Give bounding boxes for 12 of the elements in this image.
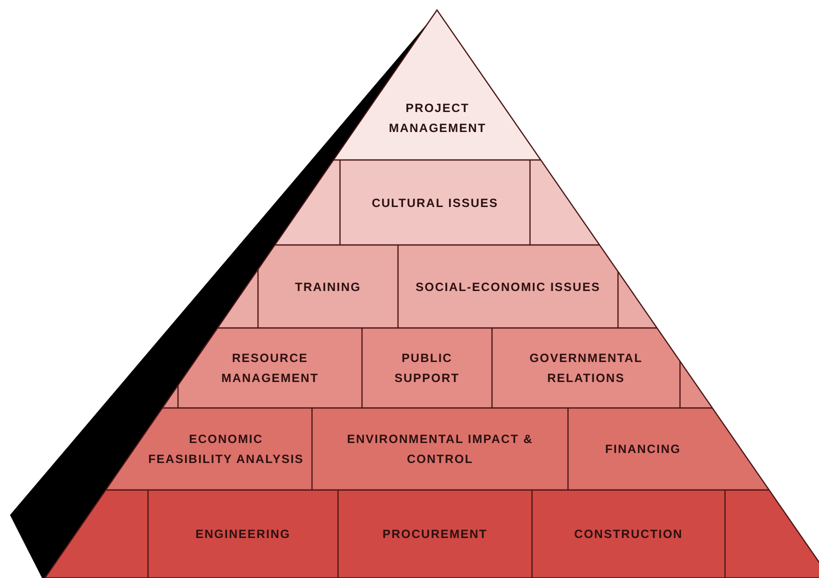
block-label: CONSTRUCTION	[532, 494, 725, 574]
block-label: SOCIAL-ECONOMIC ISSUES	[398, 250, 618, 324]
block-label: TRAINING	[258, 250, 398, 324]
block-label: ECONOMIC FEASIBILITY ANALYSIS	[140, 412, 312, 486]
block-label: RESOURCE MANAGEMENT	[178, 332, 362, 404]
block-label: ENGINEERING	[148, 494, 338, 574]
block-label: PROCUREMENT	[338, 494, 532, 574]
block-label: PROJECT MANAGEMENT	[375, 88, 500, 148]
block-label: ENVIRONMENTAL IMPACT & CONTROL	[312, 412, 568, 486]
block-label: FINANCING	[568, 412, 718, 486]
block-label: GOVERNMENTAL RELATIONS	[492, 332, 680, 404]
block-label: PUBLIC SUPPORT	[362, 332, 492, 404]
